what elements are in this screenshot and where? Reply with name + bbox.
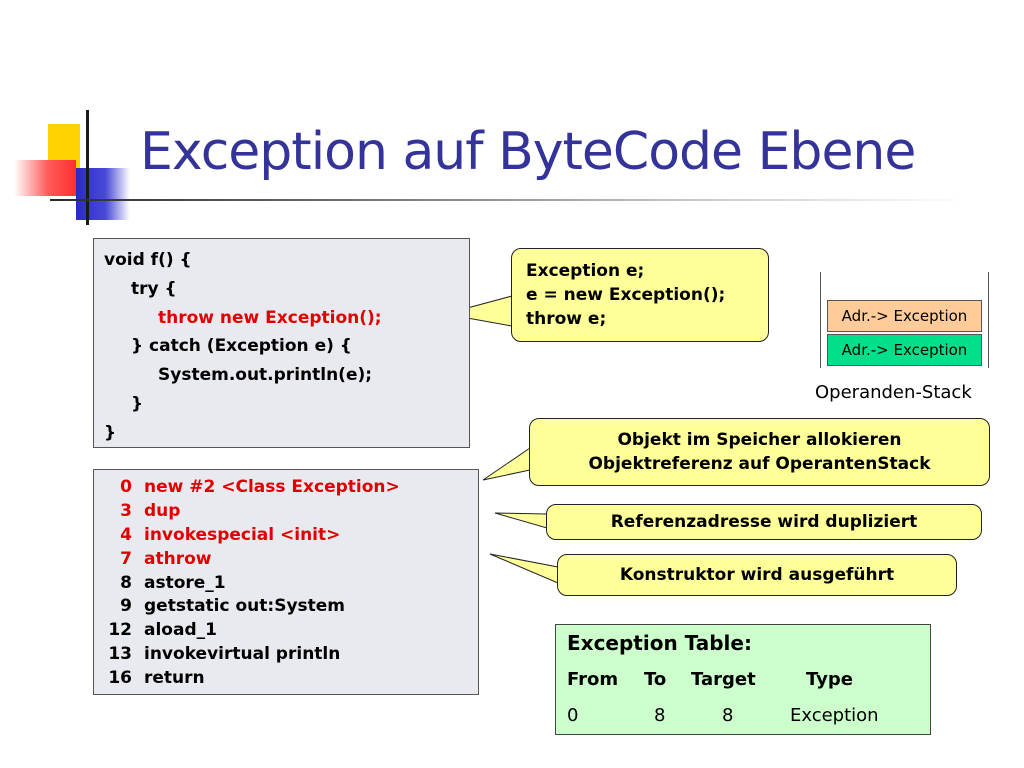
bytecode-offset: 16 <box>108 668 132 689</box>
bytecode-line: 4 invokespecial <init> <box>104 524 478 548</box>
exception-table-cell-target: 8 <box>722 705 734 726</box>
callout-tail-allocation <box>482 447 531 481</box>
bytecode-line: 3 dup <box>104 500 478 524</box>
source-code-line: System.out.println(e); <box>158 365 373 386</box>
title-decoration-blue-square <box>76 168 130 220</box>
callout-allocation-line: Objekt im Speicher allokieren <box>617 430 902 450</box>
callout-throw-line: e = new Exception(); <box>526 285 726 305</box>
operand-stack-left-wall <box>820 272 821 368</box>
bytecode-instruction: athrow <box>144 548 212 569</box>
callout-throw-line: Exception e; <box>526 261 645 281</box>
bytecode-offset: 0 <box>120 477 132 497</box>
bytecode-offset: 8 <box>120 572 132 593</box>
bytecode-offset: 4 <box>120 524 132 545</box>
bytecode-offset: 12 <box>108 620 132 641</box>
bytecode-offset: 7 <box>120 548 132 569</box>
bytecode-line: 7 athrow <box>104 548 478 572</box>
bytecode-line: 12 aload_1 <box>104 619 478 643</box>
bytecode-offset: 9 <box>120 596 132 617</box>
bytecode-instruction: invokevirtual println <box>144 644 341 665</box>
exception-table-cell-to: 8 <box>654 705 666 726</box>
exception-table-cell-type: Exception <box>790 705 879 726</box>
callout-throw-translation: Exception e; e = new Exception(); throw e; <box>511 248 769 342</box>
bytecode-offset: 13 <box>108 644 132 665</box>
source-code-box: void f() { try { throw new Exception(); } c… <box>93 238 470 448</box>
bytecode-instruction: getstatic out:System <box>144 596 346 617</box>
exception-table-title: Exception Table: <box>567 631 752 655</box>
source-code-line: } <box>104 422 117 443</box>
bytecode-instruction: aload_1 <box>144 620 217 641</box>
bytecode-instruction: astore_1 <box>144 572 226 593</box>
exception-table-cell-from: 0 <box>567 705 579 726</box>
bytecode-line: 9 getstatic out:System <box>104 595 478 619</box>
bytecode-line: 13 invokevirtual println <box>104 643 478 667</box>
source-code-line: throw new Exception(); <box>158 307 382 328</box>
callout-allocation-line: Objektreferenz auf OperantenStack <box>588 454 931 474</box>
callout-throw-line: throw e; <box>526 309 607 329</box>
source-code-line: } <box>131 393 144 414</box>
bytecode-instruction: invokespecial <init> <box>144 524 341 545</box>
bytecode-instruction: new #2 <Class Exception> <box>144 477 400 497</box>
exception-table-header-target: Target <box>691 669 756 690</box>
callout-constructor: Konstruktor wird ausgeführt <box>557 554 957 596</box>
operand-stack-right-wall <box>988 272 989 368</box>
bytecode-instruction: return <box>144 668 205 689</box>
callout-duplicate-text: Referenzadresse wird dupliziert <box>610 512 918 532</box>
bytecode-line: 16 return <box>104 667 478 691</box>
callout-tail-duplicate <box>494 512 548 529</box>
callout-tail-constructor <box>489 553 559 584</box>
operand-stack-slot-1: Adr.-> Exception <box>827 300 982 332</box>
exception-table-header-type: Type <box>806 669 853 690</box>
exception-table-header-from: From <box>567 669 619 690</box>
slide-title: Exception auf ByteCode Ebene <box>140 122 916 182</box>
source-code-line: void f() { <box>104 250 192 270</box>
exception-table: Exception Table: From To Target Type 0 8… <box>555 624 931 735</box>
bytecode-listing: 0 new #2 <Class Exception> 3 dup 4 invokespec… <box>93 469 479 695</box>
title-decoration-red-bar <box>14 160 76 196</box>
operand-stack-label: Operanden-Stack <box>815 382 972 403</box>
source-code-line: } catch (Exception e) { <box>131 336 352 357</box>
bytecode-line: 0 new #2 <Class Exception> <box>104 476 478 500</box>
operand-stack-slot-2: Adr.-> Exception <box>827 334 982 366</box>
title-underline <box>50 199 970 201</box>
source-code-line: try { <box>131 278 177 299</box>
bytecode-line: 8 astore_1 <box>104 572 478 596</box>
callout-constructor-text: Konstruktor wird ausgeführt <box>619 565 895 585</box>
callout-duplicate: Referenzadresse wird dupliziert <box>546 504 982 540</box>
bytecode-offset: 3 <box>120 500 132 521</box>
bytecode-instruction: dup <box>144 500 181 521</box>
title-decoration-vertical-line <box>86 110 89 225</box>
exception-table-header-to: To <box>644 669 667 690</box>
